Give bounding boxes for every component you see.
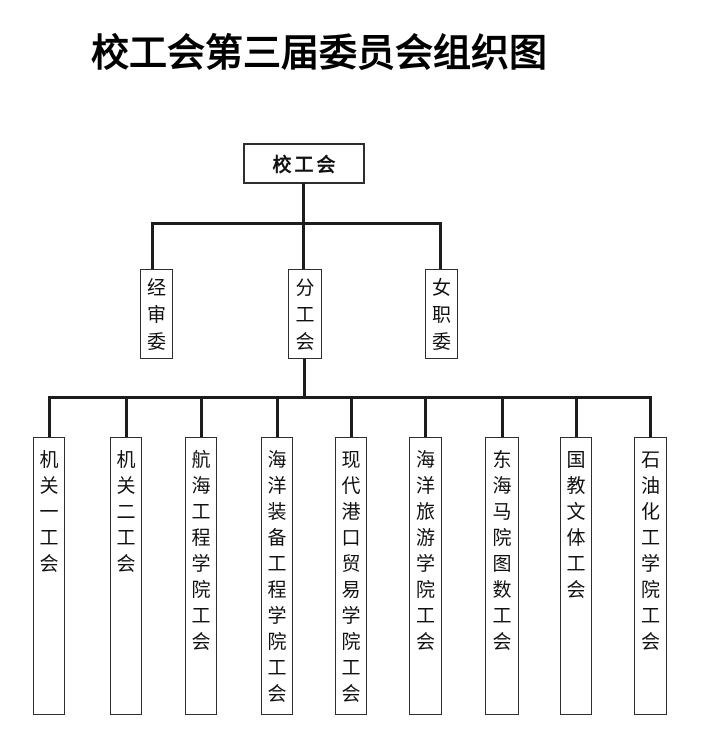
org-node-l3-3: 航 海 工 程 学 院 工 会	[185, 437, 217, 715]
connector-level2-drop-3	[439, 222, 442, 269]
org-node-l3-8: 国 教 文 体 工 会	[560, 437, 592, 715]
org-node-l3-9: 石 油 化 工 学 院 工 会	[634, 437, 667, 715]
connector-level3-drop-3	[199, 398, 203, 437]
connector-level3-drop-4	[275, 398, 279, 437]
org-node-l3-1: 机 关 一 工 会	[33, 437, 65, 715]
org-node-l3-5-label: 现 代 港 口 贸 易 学 院 工 会	[341, 449, 361, 705]
org-node-l3-3-label: 航 海 工 程 学 院 工 会	[191, 449, 211, 653]
connector-level2-drop-2	[302, 222, 305, 269]
org-node-l3-8-label: 国 教 文 体 工 会	[566, 449, 586, 601]
org-node-l2-3: 女 职 委	[425, 269, 458, 359]
connector-level3-hline	[48, 396, 652, 399]
org-node-l2-2: 分 工 会	[288, 269, 322, 359]
connector-level3-drop-9	[648, 398, 652, 437]
connector-l2-to-l3-drop	[303, 359, 306, 398]
org-node-l2-1-label: 经 审 委	[146, 277, 166, 353]
connector-level3-drop-7	[500, 398, 504, 437]
connector-level3-drop-2	[124, 398, 128, 437]
org-node-l3-7: 东 海 马 院 图 数 工 会	[485, 437, 519, 715]
org-node-l3-6-label: 海 洋 旅 游 学 院 工 会	[415, 449, 435, 653]
org-node-l3-5: 现 代 港 口 贸 易 学 院 工 会	[335, 437, 367, 715]
org-node-l3-2-label: 机 关 二 工 会	[116, 449, 136, 575]
org-node-root-label: 校工会	[272, 154, 339, 176]
page-title: 校工会第三届委员会组织图	[91, 30, 548, 75]
org-node-l3-7-label: 东 海 马 院 图 数 工 会	[492, 449, 512, 653]
org-node-l3-2: 机 关 二 工 会	[110, 437, 142, 715]
org-node-l3-4: 海 洋 装 备 工 程 学 院 工 会	[261, 437, 293, 715]
connector-level3-drop-1	[47, 398, 51, 437]
org-node-l2-1: 经 审 委	[140, 269, 173, 359]
org-node-l3-1-label: 机 关 一 工 会	[39, 449, 59, 575]
org-node-l3-9-label: 石 油 化 工 学 院 工 会	[640, 449, 660, 653]
org-node-l2-3-label: 女 职 委	[431, 277, 451, 353]
connector-level2-drop-1	[151, 222, 154, 269]
org-node-l2-2-label: 分 工 会	[295, 277, 315, 353]
org-node-l3-6: 海 洋 旅 游 学 院 工 会	[409, 437, 442, 715]
org-node-l3-4-label: 海 洋 装 备 工 程 学 院 工 会	[267, 449, 287, 705]
connector-level3-drop-8	[574, 398, 578, 437]
org-node-root: 校工会	[243, 143, 365, 184]
connector-root-drop	[302, 183, 305, 223]
connector-level3-drop-5	[349, 398, 353, 437]
connector-level2-hline	[151, 222, 442, 225]
connector-level3-drop-6	[423, 398, 427, 437]
